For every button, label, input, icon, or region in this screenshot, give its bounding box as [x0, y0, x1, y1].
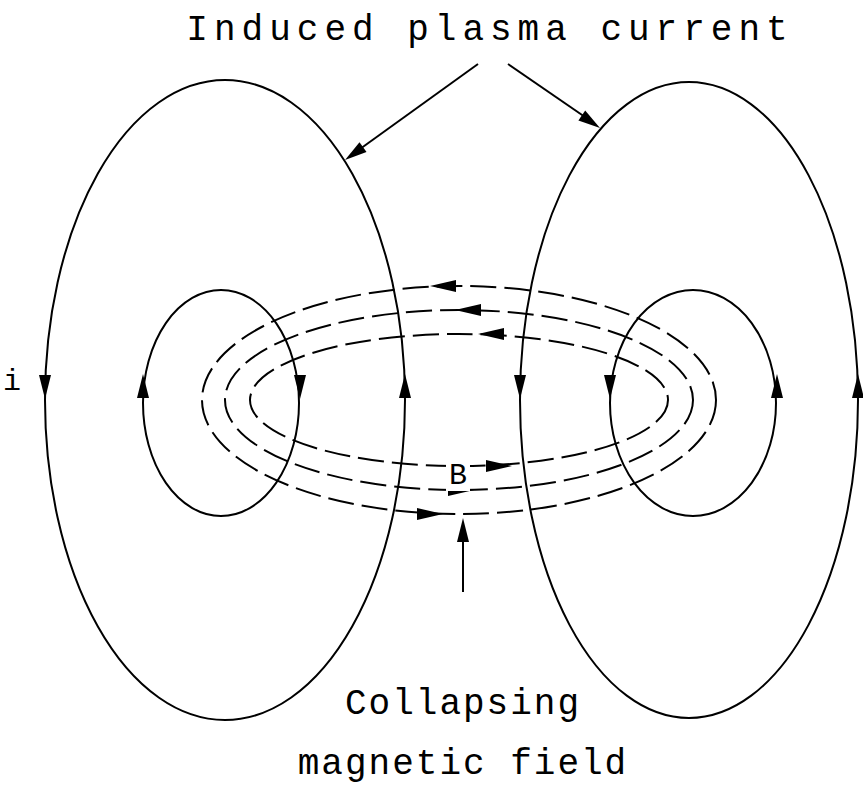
leader-lines — [360, 64, 585, 592]
leader-arrowheads — [345, 111, 600, 542]
magnetic-field-line — [202, 286, 716, 514]
current-symbol: i — [2, 365, 22, 399]
magnetic-field-line — [225, 310, 693, 490]
title-label: Induced plasma current — [160, 11, 820, 51]
field-label: Collapsing magnetic field — [278, 675, 648, 790]
field-arrows — [417, 280, 512, 520]
plasma-current-loop — [143, 290, 299, 516]
current-arrows — [39, 374, 863, 399]
plasma-current-loop — [520, 82, 858, 718]
field-symbol: B — [446, 461, 470, 491]
magnetic-field-line — [250, 334, 668, 466]
